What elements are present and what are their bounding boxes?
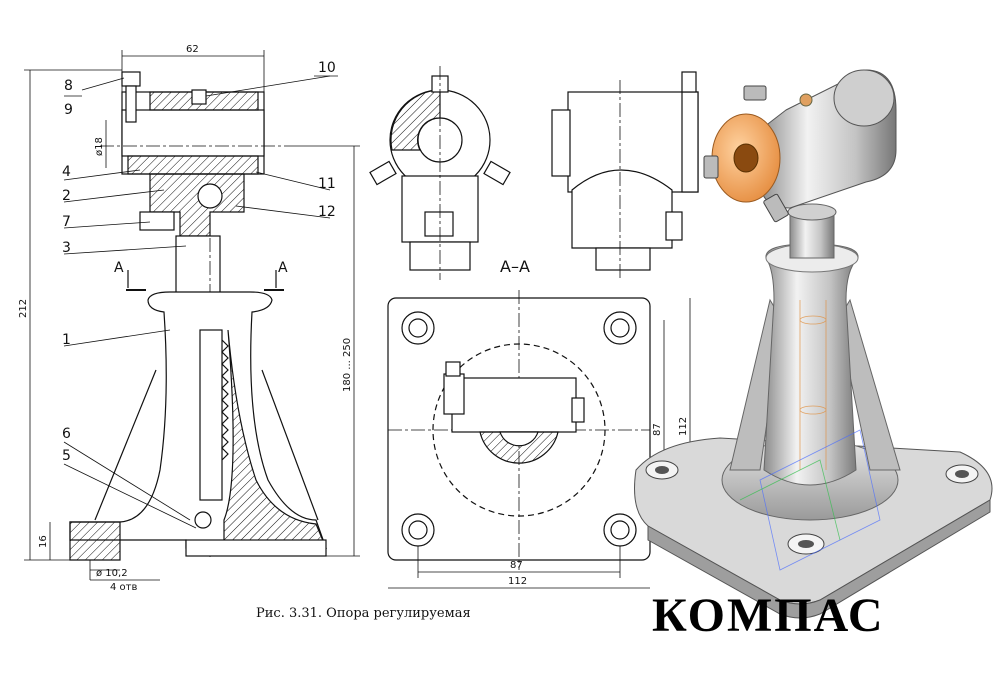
isometric-3d-render — [634, 69, 993, 619]
callout-7: 7 — [62, 214, 71, 230]
dim-base-height: 16 — [38, 535, 49, 548]
brand-logo-text: КОМПАС — [652, 589, 885, 642]
callout-3: 3 — [62, 240, 71, 256]
section-title: А–А — [500, 257, 530, 276]
section-a-a-view — [387, 290, 691, 589]
section-mark-right: А — [278, 260, 288, 276]
dim-hole-count: 4 отв — [110, 582, 137, 593]
callout-12: 12 — [318, 204, 336, 220]
callout-11: 11 — [318, 176, 336, 192]
callout-1: 1 — [62, 332, 71, 348]
figure-caption: Рис. 3.31. Опора регулируемая — [256, 606, 471, 621]
callout-6: 6 — [62, 426, 71, 442]
dim-plan-inner-horizontal: 87 — [510, 560, 523, 571]
section-mark-left: А — [114, 260, 124, 276]
dim-hole-diameter: ø 10,2 — [96, 568, 128, 579]
rear-view — [551, 71, 699, 280]
callout-9: 9 — [64, 102, 73, 118]
dim-bore: ø18 — [94, 137, 105, 156]
callout-10: 10 — [318, 60, 336, 76]
dim-plan-outer-vertical: 112 — [678, 417, 689, 436]
callout-5: 5 — [62, 448, 71, 464]
callout-2: 2 — [62, 188, 71, 204]
front-section-view — [24, 50, 360, 581]
dim-plan-outer-horizontal: 112 — [508, 576, 527, 587]
callout-4: 4 — [62, 164, 71, 180]
callout-8: 8 — [64, 78, 73, 94]
dim-range: 180 ... 250 — [342, 338, 353, 392]
dim-top-width: 62 — [186, 44, 199, 55]
dim-overall-height: 212 — [18, 299, 29, 318]
side-view — [369, 66, 511, 280]
dim-plan-inner-vertical: 87 — [652, 423, 663, 436]
